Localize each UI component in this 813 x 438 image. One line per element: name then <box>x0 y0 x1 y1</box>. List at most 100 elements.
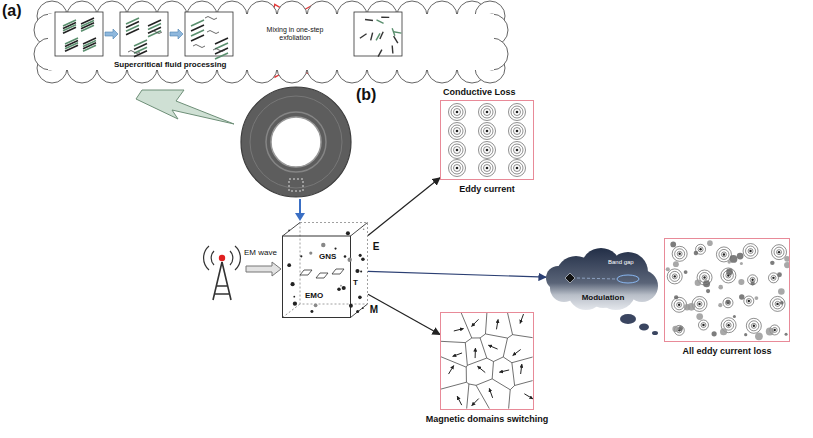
eddy-core <box>751 279 753 281</box>
exfoliated-flake <box>394 32 402 33</box>
particle-dot <box>784 262 789 268</box>
zoom-arrow <box>295 199 305 221</box>
eddy-core <box>699 248 701 250</box>
eddy-core <box>678 253 680 255</box>
magnetic-moment <box>489 388 492 397</box>
eddy-ring <box>768 273 778 283</box>
eddy-ring <box>479 142 496 159</box>
magnetic-moment <box>521 364 522 374</box>
polymer-chain <box>213 49 225 52</box>
exfoliated-flake <box>360 34 367 38</box>
em-wave-arrow <box>246 262 281 276</box>
eddy-ring <box>770 296 785 311</box>
filler-particle <box>359 254 362 257</box>
graphite-layer <box>63 27 76 33</box>
eddy-core <box>749 250 751 252</box>
material-box <box>354 12 402 57</box>
magnetic-moment <box>499 370 509 372</box>
eddy-ring <box>511 162 523 174</box>
eddy-ring <box>702 275 707 280</box>
cloud-fill <box>48 14 494 70</box>
eddy-ring <box>451 162 463 174</box>
particle-dot <box>718 303 722 307</box>
eddy-core <box>772 277 774 279</box>
graphene-sheet <box>300 270 312 275</box>
panel-heading: Conductive Loss <box>443 87 516 97</box>
cube-edge <box>351 223 368 237</box>
particle-dot <box>694 251 698 255</box>
all-shape <box>665 239 789 341</box>
filler-particle <box>355 269 359 273</box>
eddy-ring <box>670 271 680 281</box>
eddy-core <box>516 149 519 152</box>
eddy-ring <box>746 246 756 256</box>
polymer-chain <box>128 51 140 54</box>
eddy-core <box>516 111 519 114</box>
eddy-ring <box>672 246 687 261</box>
particle-dot <box>672 326 678 332</box>
eddy-ring <box>481 106 493 118</box>
eddy-core <box>774 329 776 331</box>
eddy-ring <box>698 320 708 330</box>
antenna-mast <box>213 262 231 300</box>
eddy-ring <box>449 142 466 159</box>
process-arrow <box>105 29 118 39</box>
eddy-ring <box>454 147 461 154</box>
mod-drawing <box>546 248 658 310</box>
domain-walls <box>441 313 533 409</box>
particle-dot <box>737 253 744 260</box>
material-box <box>55 12 103 56</box>
antenna-waves <box>204 246 241 270</box>
material-box <box>185 12 233 59</box>
eddy-core <box>748 300 750 302</box>
eddy-ring <box>695 299 705 309</box>
magnetic-moment <box>513 349 521 355</box>
exfoliated-flake <box>392 45 394 53</box>
exfoliated-flake <box>371 33 373 41</box>
eddy-ring <box>484 147 491 154</box>
filler-particle <box>309 251 312 254</box>
magnetic-moment <box>488 345 497 349</box>
eddy-ring <box>726 323 731 328</box>
particle-dot <box>726 300 731 305</box>
particle-dot <box>733 315 736 318</box>
process-arrow <box>170 29 183 39</box>
graphite-layer <box>83 45 96 51</box>
eddy-core <box>753 325 755 327</box>
particle-dot <box>739 294 744 299</box>
eddy-ring <box>484 109 491 116</box>
eddy-ring <box>716 247 731 262</box>
particle-dot <box>726 268 733 275</box>
eddy-core <box>516 130 519 133</box>
eddy-ring <box>451 144 463 156</box>
material-box-frame <box>354 12 402 56</box>
particle-dot <box>720 328 727 335</box>
polymer-chain <box>193 45 205 48</box>
eddy-ring <box>677 251 682 256</box>
particle-dot <box>780 301 784 305</box>
filler-particle <box>287 263 291 267</box>
particle-dot <box>770 261 774 265</box>
cloud-label: Modulation <box>582 293 625 302</box>
eddy-ring <box>509 104 526 121</box>
magnetic-moment <box>475 348 476 358</box>
particle-dot <box>744 333 747 336</box>
cube-back-face <box>300 223 368 305</box>
eddy-ring <box>777 250 782 255</box>
filler-particle <box>293 296 295 298</box>
filler-particle <box>334 248 336 250</box>
connector-arrow <box>368 271 546 277</box>
band-gap-shape <box>617 275 639 283</box>
material-box-frame <box>120 12 168 56</box>
filler-particle <box>288 229 290 231</box>
filler-particle <box>363 228 365 230</box>
panel-caption: All eddy current loss <box>682 346 771 356</box>
eddy-ring <box>481 144 493 156</box>
eddy-ring <box>774 247 784 257</box>
all-node: All eddy current loss <box>664 238 790 342</box>
particle-dot <box>740 262 743 265</box>
graphite-layer <box>81 25 94 31</box>
filler-particle <box>321 243 325 247</box>
eddy-ring <box>479 104 496 121</box>
